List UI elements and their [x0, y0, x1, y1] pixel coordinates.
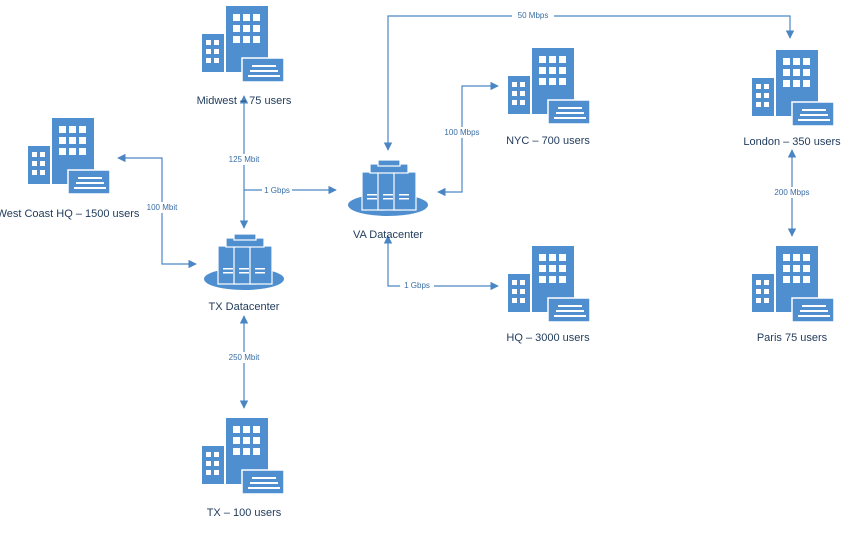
- link-tx-va: 1 Gbps: [244, 185, 337, 196]
- node-hq: HQ – 3000 users: [506, 245, 591, 344]
- link-va-nyc: 100 Mbps: [437, 81, 499, 197]
- link-va-hq: 1 Gbps: [383, 235, 499, 291]
- link-txdc-tx: 250 Mbit: [224, 315, 266, 409]
- node-label-tx-datacenter: TX Datacenter: [209, 301, 280, 313]
- datacenter-icon: [347, 159, 429, 217]
- link-midwest-tx: 125 Mbit: [224, 95, 266, 229]
- link-label-midwest-tx: 125 Mbit: [229, 155, 260, 164]
- link-va-london: 50 Mbps: [383, 10, 795, 151]
- datacenter-icon: [203, 233, 285, 291]
- node-label-paris: Paris 75 users: [757, 332, 828, 344]
- office-building-icon: [201, 417, 285, 495]
- office-building-icon: [507, 245, 591, 323]
- node-tx: TX – 100 users: [201, 417, 285, 519]
- node-tx-datacenter: TX Datacenter: [203, 233, 285, 313]
- node-label-nyc: NYC – 700 users: [506, 135, 590, 147]
- node-london: London – 350 users: [743, 49, 841, 148]
- office-building-icon: [507, 47, 591, 125]
- node-label-west-coast-hq: West Coast HQ – 1500 users: [0, 208, 140, 220]
- node-label-midwest: Midwest – 75 users: [197, 95, 292, 107]
- office-building-icon: [751, 245, 835, 323]
- node-label-tx: TX – 100 users: [207, 507, 282, 519]
- node-midwest: Midwest – 75 users: [197, 5, 292, 107]
- link-label-va-nyc: 100 Mbps: [444, 128, 479, 137]
- link-london-paris: 200 Mbps: [770, 149, 814, 237]
- node-va-datacenter: VA Datacenter: [347, 159, 429, 241]
- link-label-tx-va: 1 Gbps: [264, 186, 290, 195]
- node-label-hq: HQ – 3000 users: [506, 332, 590, 344]
- office-building-icon: [27, 117, 111, 195]
- node-nyc: NYC – 700 users: [506, 47, 591, 147]
- link-label-va-hq: 1 Gbps: [404, 281, 430, 290]
- office-building-icon: [201, 5, 285, 83]
- node-paris: Paris 75 users: [751, 245, 835, 344]
- link-label-va-london: 50 Mbps: [518, 11, 549, 20]
- link-label-txdc-tx: 250 Mbit: [229, 353, 260, 362]
- node-label-london: London – 350 users: [743, 136, 841, 148]
- node-label-va-datacenter: VA Datacenter: [353, 229, 423, 241]
- link-label-london-paris: 200 Mbps: [774, 188, 809, 197]
- node-west-coast-hq: West Coast HQ – 1500 users: [0, 117, 140, 220]
- link-label-westcoast-tx: 100 Mbit: [147, 203, 178, 212]
- office-building-icon: [751, 49, 835, 127]
- link-westcoast-tx: 100 Mbit: [117, 153, 197, 269]
